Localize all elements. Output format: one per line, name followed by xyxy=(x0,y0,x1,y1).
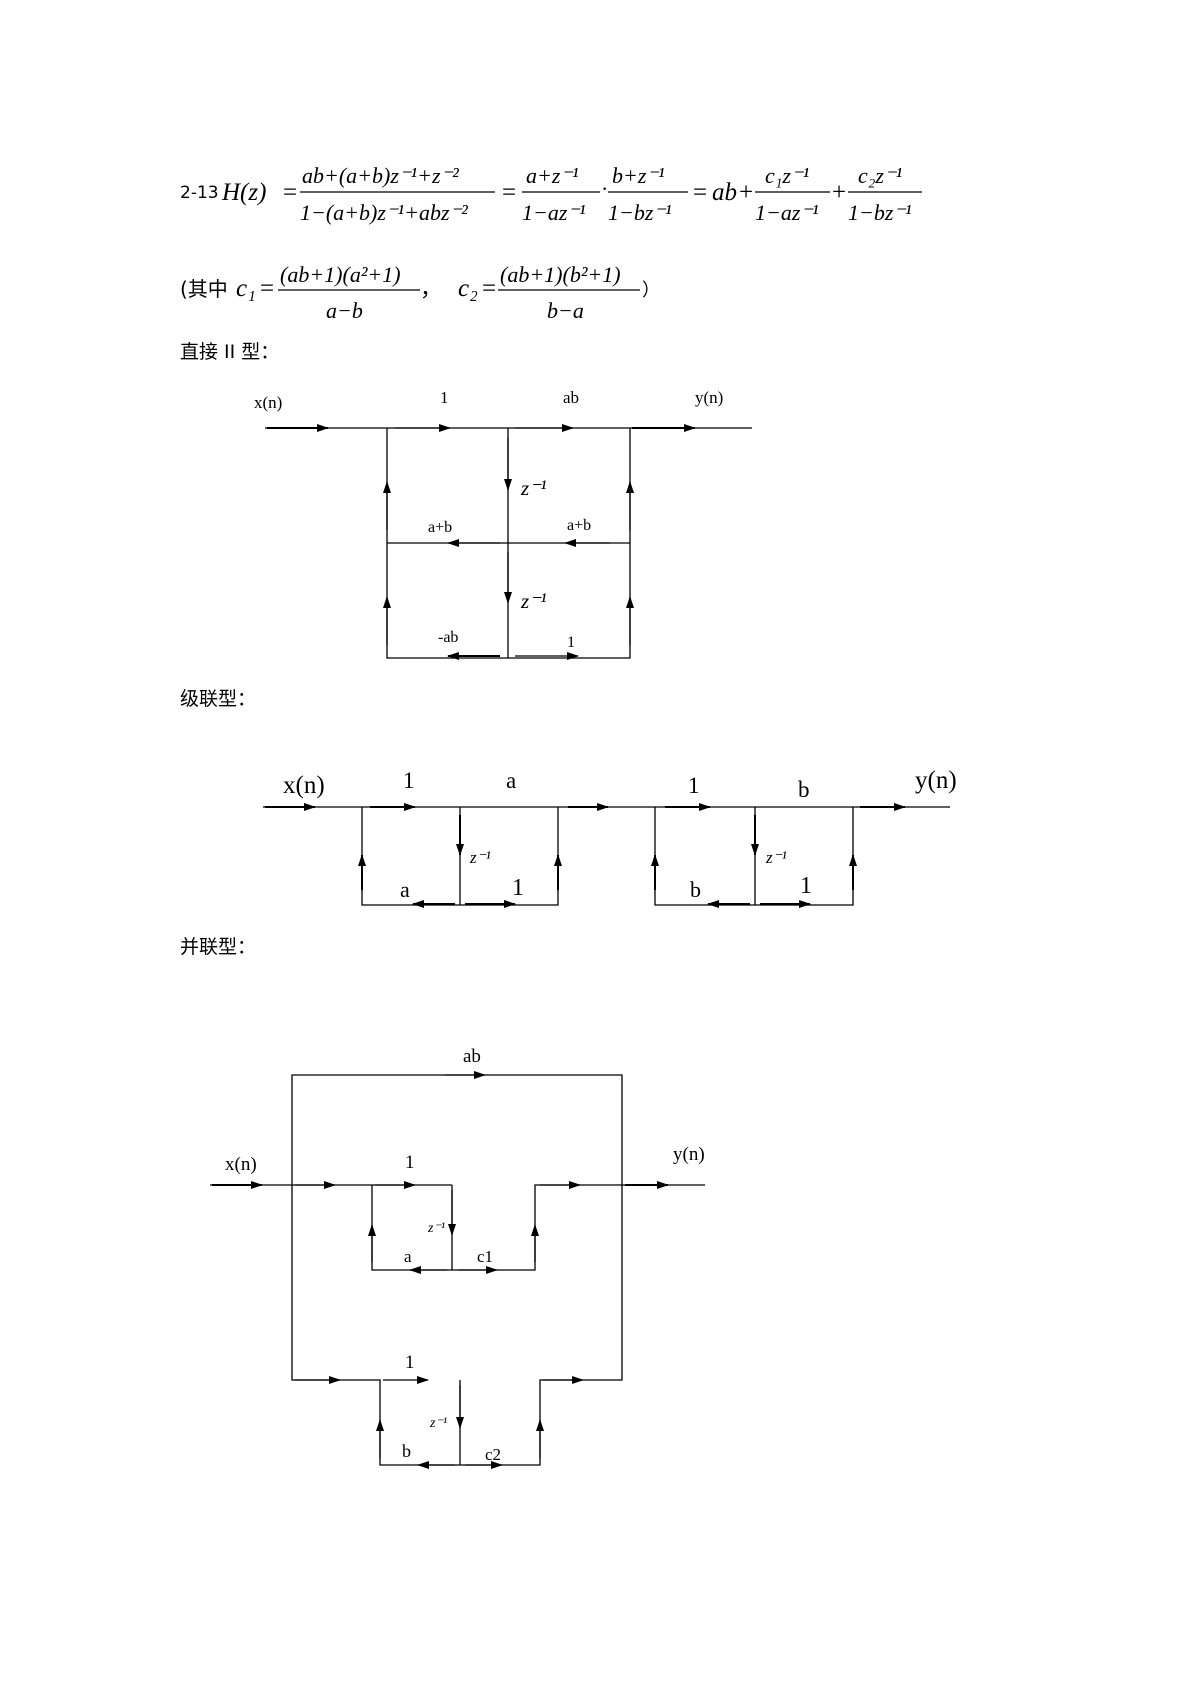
coefficient-definitions: (其中 c₁ = (ab+1)(a²+1) a−b ， c₂ = (ab+1)(… xyxy=(180,262,660,323)
cascade-s1-top-left: 1 xyxy=(403,768,415,793)
cascade-s1-top-right: a xyxy=(506,768,516,793)
equals-sign-3: = xyxy=(693,179,707,206)
direct-gain-top-right: ab xyxy=(563,388,579,407)
cascade-s2-delay-label: z⁻¹ xyxy=(765,848,787,867)
direct-form-diagram: x(n) y(n) 1 ab z⁻¹ a+b a+b z⁻¹ -ab 1 xyxy=(254,388,752,660)
parallel-b1-feedback-label: a xyxy=(404,1247,412,1266)
c1-symbol: c₁ xyxy=(236,275,256,302)
parallel-form-diagram: x(n) y(n) ab 1 z⁻¹ a c1 1 z⁻¹ b c2 xyxy=(210,1046,705,1469)
transfer-function: 2-13 H(z) = ab+(a+b)z⁻¹+z⁻² 1−(a+b)z⁻¹+a… xyxy=(180,163,922,225)
equals-sign-1: = xyxy=(283,179,297,206)
direct-form-wires xyxy=(265,427,752,659)
parallel-form-wires xyxy=(210,1074,705,1466)
direct-gain-mid-left: a+b xyxy=(428,519,452,536)
fraction-1-numerator: ab+(a+b)z⁻¹+z⁻² xyxy=(302,163,459,188)
plus-sign-1: + xyxy=(739,179,753,206)
fraction-3-denominator: 1−bz⁻¹ xyxy=(608,200,672,225)
c2-numerator: (ab+1)(b²+1) xyxy=(500,262,621,287)
fraction-5-denominator: 1−bz⁻¹ xyxy=(848,200,912,225)
parallel-b1-gain-label: 1 xyxy=(405,1152,415,1173)
closing-paren: ） xyxy=(642,280,660,301)
c2-denominator: b−a xyxy=(547,298,584,323)
cascade-s2-bot-right: 1 xyxy=(800,873,812,899)
cascade-input-label: x(n) xyxy=(283,772,325,799)
fraction-4-numerator: c₁z⁻¹ xyxy=(765,163,809,188)
equals-sign-c1: = xyxy=(260,275,274,302)
heading-direct-form: 直接 II 型： xyxy=(180,341,279,363)
direct-gain-top-left: 1 xyxy=(440,388,449,407)
direct-delay-1-label: z⁻¹ xyxy=(520,476,547,500)
parallel-b2-feedback-label: b xyxy=(402,1441,411,1461)
cascade-s1-delay-label: z⁻¹ xyxy=(469,848,491,867)
parallel-b1-feedforward-label: c1 xyxy=(477,1247,493,1266)
direct-input-label: x(n) xyxy=(254,393,282,412)
c2-symbol: c₂ xyxy=(458,275,478,302)
parallel-b2-feedforward-label: c2 xyxy=(485,1445,501,1464)
c1-denominator: a−b xyxy=(326,298,363,323)
heading-cascade-form: 级联型： xyxy=(180,688,256,710)
fraction-2-denominator: 1−az⁻¹ xyxy=(522,200,586,225)
heading-parallel-form: 并联型： xyxy=(180,936,256,958)
parallel-b2-gain-label: 1 xyxy=(405,1352,415,1373)
fraction-1-denominator: 1−(a+b)z⁻¹+abz⁻² xyxy=(300,200,468,225)
equals-sign-c2: = xyxy=(482,275,496,302)
parallel-output-label: y(n) xyxy=(673,1144,705,1165)
c1-numerator: (ab+1)(a²+1) xyxy=(280,262,401,287)
problem-number: 2-13 xyxy=(180,183,219,203)
separator: ， xyxy=(420,277,442,302)
parallel-top-gain-label: ab xyxy=(463,1046,481,1067)
fraction-2-numerator: a+z⁻¹ xyxy=(526,163,579,188)
cascade-s1-bot-right: 1 xyxy=(512,875,524,901)
fraction-3-numerator: b+z⁻¹ xyxy=(612,163,665,188)
cascade-s2-top-right: b xyxy=(798,777,810,802)
term-ab: ab xyxy=(712,179,737,206)
cascade-form-wires xyxy=(263,806,950,906)
h-of-z: H(z) xyxy=(221,179,266,206)
where-prefix: (其中 xyxy=(180,277,228,301)
direct-gain-bot-left: -ab xyxy=(438,629,458,646)
direct-delay-2-label: z⁻¹ xyxy=(520,589,547,613)
cascade-s2-top-left: 1 xyxy=(688,773,700,798)
parallel-b2-delay-label: z⁻¹ xyxy=(429,1416,447,1431)
equals-sign-2: = xyxy=(502,179,516,206)
multiply-dot: · xyxy=(601,176,608,201)
plus-sign-2: + xyxy=(832,179,846,206)
cascade-s1-bot-left: a xyxy=(400,877,410,902)
fraction-5-numerator: c₂z⁻¹ xyxy=(858,163,902,188)
cascade-output-label: y(n) xyxy=(915,767,957,794)
cascade-form-diagram: x(n) y(n) 1 a z⁻¹ a 1 1 b z⁻¹ b 1 xyxy=(263,767,957,908)
parallel-b1-delay-label: z⁻¹ xyxy=(427,1221,445,1236)
fraction-4-denominator: 1−az⁻¹ xyxy=(755,200,819,225)
direct-gain-bot-right: 1 xyxy=(567,634,575,651)
direct-gain-mid-right: a+b xyxy=(567,517,591,534)
cascade-s2-bot-left: b xyxy=(690,877,701,902)
parallel-input-label: x(n) xyxy=(225,1154,257,1175)
direct-output-label: y(n) xyxy=(695,388,723,407)
